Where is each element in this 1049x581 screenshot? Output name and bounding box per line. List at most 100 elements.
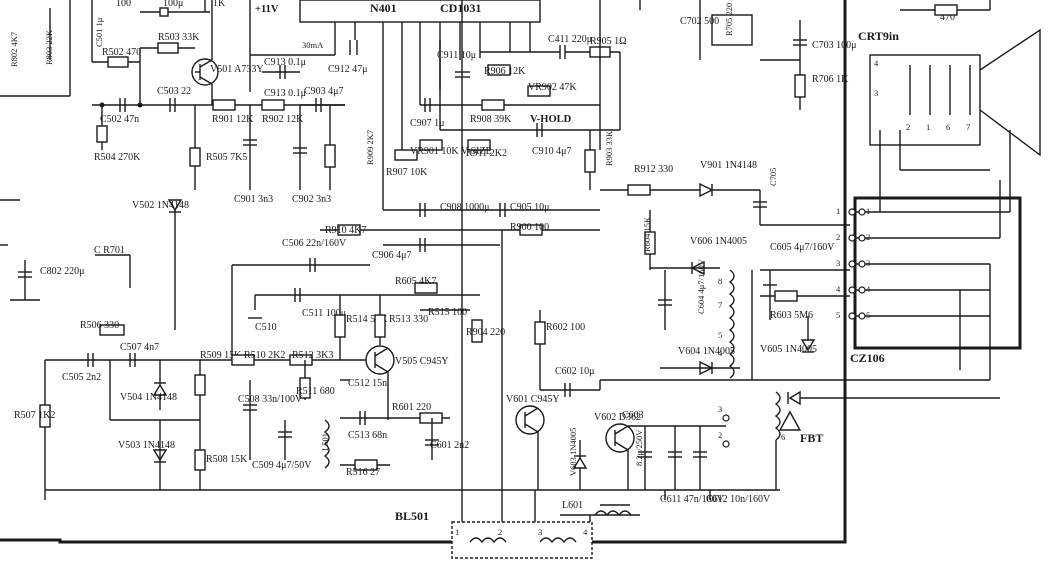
cz-pin5: 5 — [836, 310, 840, 320]
fbt-name: FBT — [800, 431, 823, 445]
c508-label: C508 33n/100V — [238, 394, 303, 405]
r705-label: R705 220 — [724, 3, 734, 36]
top-label-1k: 1K — [213, 0, 226, 9]
top-label-100: 100 — [116, 0, 131, 9]
c911-label: C911 10μ — [437, 50, 476, 61]
r911-label: R911 2K2 — [466, 148, 507, 159]
r706-label: R706 1K — [812, 74, 849, 85]
left-r802: R802 4K7 — [9, 32, 19, 67]
v501-label: V501 A733Y — [210, 64, 264, 75]
r908-label: R908 39K — [470, 114, 512, 125]
r507-label: R507 1K2 — [14, 410, 55, 421]
fbt-pin7: 7 — [718, 300, 722, 310]
top-label-100u: 100μ — [163, 0, 183, 9]
r508-label: R508 15K — [206, 454, 248, 465]
cz-pin4b: 4 — [866, 284, 871, 294]
crt-tube: CRT9in 4 3 2 1 6 7 — [858, 28, 1041, 157]
v505-label: V505 C945Y — [395, 356, 449, 367]
c505-label: C505 2n2 — [62, 372, 101, 383]
v901-label: V901 1N4148 — [700, 160, 757, 171]
r509-label: R509 15K — [200, 350, 242, 361]
r516-label: R516 27 — [346, 467, 380, 478]
fbt-pin6: 6 — [781, 432, 785, 442]
c509-label: C509 4μ7/50V — [252, 460, 312, 471]
r903-label: R903 33K — [604, 130, 614, 166]
ic-part: CD1031 — [440, 1, 481, 15]
bl501-pin2: 2 — [498, 527, 502, 537]
c604-label: C604 4μ7/160V — [696, 258, 706, 314]
r502-label: R502 470 — [102, 47, 141, 58]
c603-val: 8.2μ/250V — [634, 429, 644, 466]
crt-pin3: 3 — [874, 88, 878, 98]
bl501-name: BL501 — [395, 509, 429, 523]
r511-label: R511 680 — [296, 386, 335, 397]
r910-label: R910 4K7 — [325, 225, 366, 236]
crt-pin7: 7 — [966, 122, 970, 132]
r515-label: R515 100 — [428, 307, 467, 318]
top-partial-area: 100 100μ 1K 470 +11V R802 4K7 R803 22K — [9, 0, 991, 92]
vr902-label: VR902 47K — [528, 82, 577, 93]
crt-pin6: 6 — [946, 122, 950, 132]
fbt-pin4: 4 — [718, 348, 723, 358]
v504-label: V504 1N4148 — [120, 392, 177, 403]
v604-label: V604 1N4005 — [678, 346, 735, 357]
cz-pin2b: 2 — [866, 232, 870, 242]
ic-current: 30mA — [302, 40, 324, 50]
c702-label: C702 500 — [680, 16, 719, 27]
r907-label: R907 10K — [386, 167, 428, 178]
v606-label: V606 1N4005 — [690, 236, 747, 247]
c906-label: C906 4μ7 — [372, 250, 412, 261]
c907-label: C907 1μ — [410, 118, 445, 129]
r506-label: R506 330 — [80, 320, 119, 331]
r906-label: R906 12K — [484, 66, 526, 77]
fbt-pin8: 8 — [718, 276, 722, 286]
c601-label: C601 2n2 — [430, 440, 469, 451]
r901-label: R901 12K — [212, 114, 254, 125]
r912-label: R912 330 — [634, 164, 673, 175]
crt-pin4: 4 — [874, 58, 879, 68]
c905-label: C905 10μ — [510, 202, 550, 213]
c611-label: C611 47n/160V — [660, 494, 725, 505]
r513-label: R513 330 — [389, 314, 428, 325]
r601-label: R601 220 — [392, 402, 431, 413]
v605-label: V605 1N4005 — [760, 344, 817, 355]
fbt-pin2: 2 — [718, 430, 722, 440]
c503-label: C503 22 — [157, 86, 191, 97]
cz-pin1b: 1 — [866, 206, 870, 216]
c512-label: C512 15n — [348, 378, 387, 389]
c913-val: C913 0.1μ — [264, 88, 306, 99]
r503-label: R503 33K — [158, 32, 200, 43]
cz-pin2: 2 — [836, 232, 840, 242]
left-r803: R803 22K — [44, 29, 54, 65]
c910-label: C910 4μ7 — [532, 146, 572, 157]
power-c702-area: C702 500 R705 220 C703 100μ R706 1K — [639, 0, 857, 110]
crt-pin2: 2 — [906, 122, 910, 132]
r602-label: R602 100 — [546, 322, 585, 333]
rc-network-right: C411 220μ R905 1Ω R906 12K C907 1μ R908 … — [386, 0, 627, 190]
c506-label: C506 22n/160V — [282, 238, 347, 249]
r603-label: R603 5M6 — [770, 310, 813, 321]
r605-label: R605 4K7 — [395, 276, 436, 287]
c511-label: C511 100μ — [302, 308, 346, 319]
c411-label: C411 220μ — [548, 34, 592, 45]
c901-label: C901 3n3 — [234, 194, 273, 205]
cz-pin4: 4 — [836, 284, 841, 294]
frame-lines — [0, 0, 1022, 544]
r510-label: R510 2K2 — [244, 350, 285, 361]
supply-label: +11V — [255, 4, 279, 15]
cz-pin5b: 5 — [866, 310, 870, 320]
lower-left-stage: C506 22n/160V V502 1N4148 C R701 C802 22… — [10, 199, 780, 500]
r902-label: R902 12K — [262, 114, 304, 125]
l501-label: L501 — [320, 433, 330, 451]
mid-capacitors: C908 1000μ C905 10μ R900 100 R910 4K7 C9… — [320, 160, 850, 261]
r512-label: R512 3K3 — [292, 350, 333, 361]
c802-label: C802 220μ — [40, 266, 85, 277]
c913-label: C913 0.1μ — [264, 57, 306, 68]
v603-label: V603 1N4005 — [568, 428, 578, 476]
bl501-pin4: 4 — [583, 527, 588, 537]
c507-label: C507 4n7 — [120, 342, 159, 353]
crt-pin1: 1 — [926, 122, 930, 132]
c912-label: C912 47μ — [328, 64, 368, 75]
cz-pin1: 1 — [836, 206, 840, 216]
